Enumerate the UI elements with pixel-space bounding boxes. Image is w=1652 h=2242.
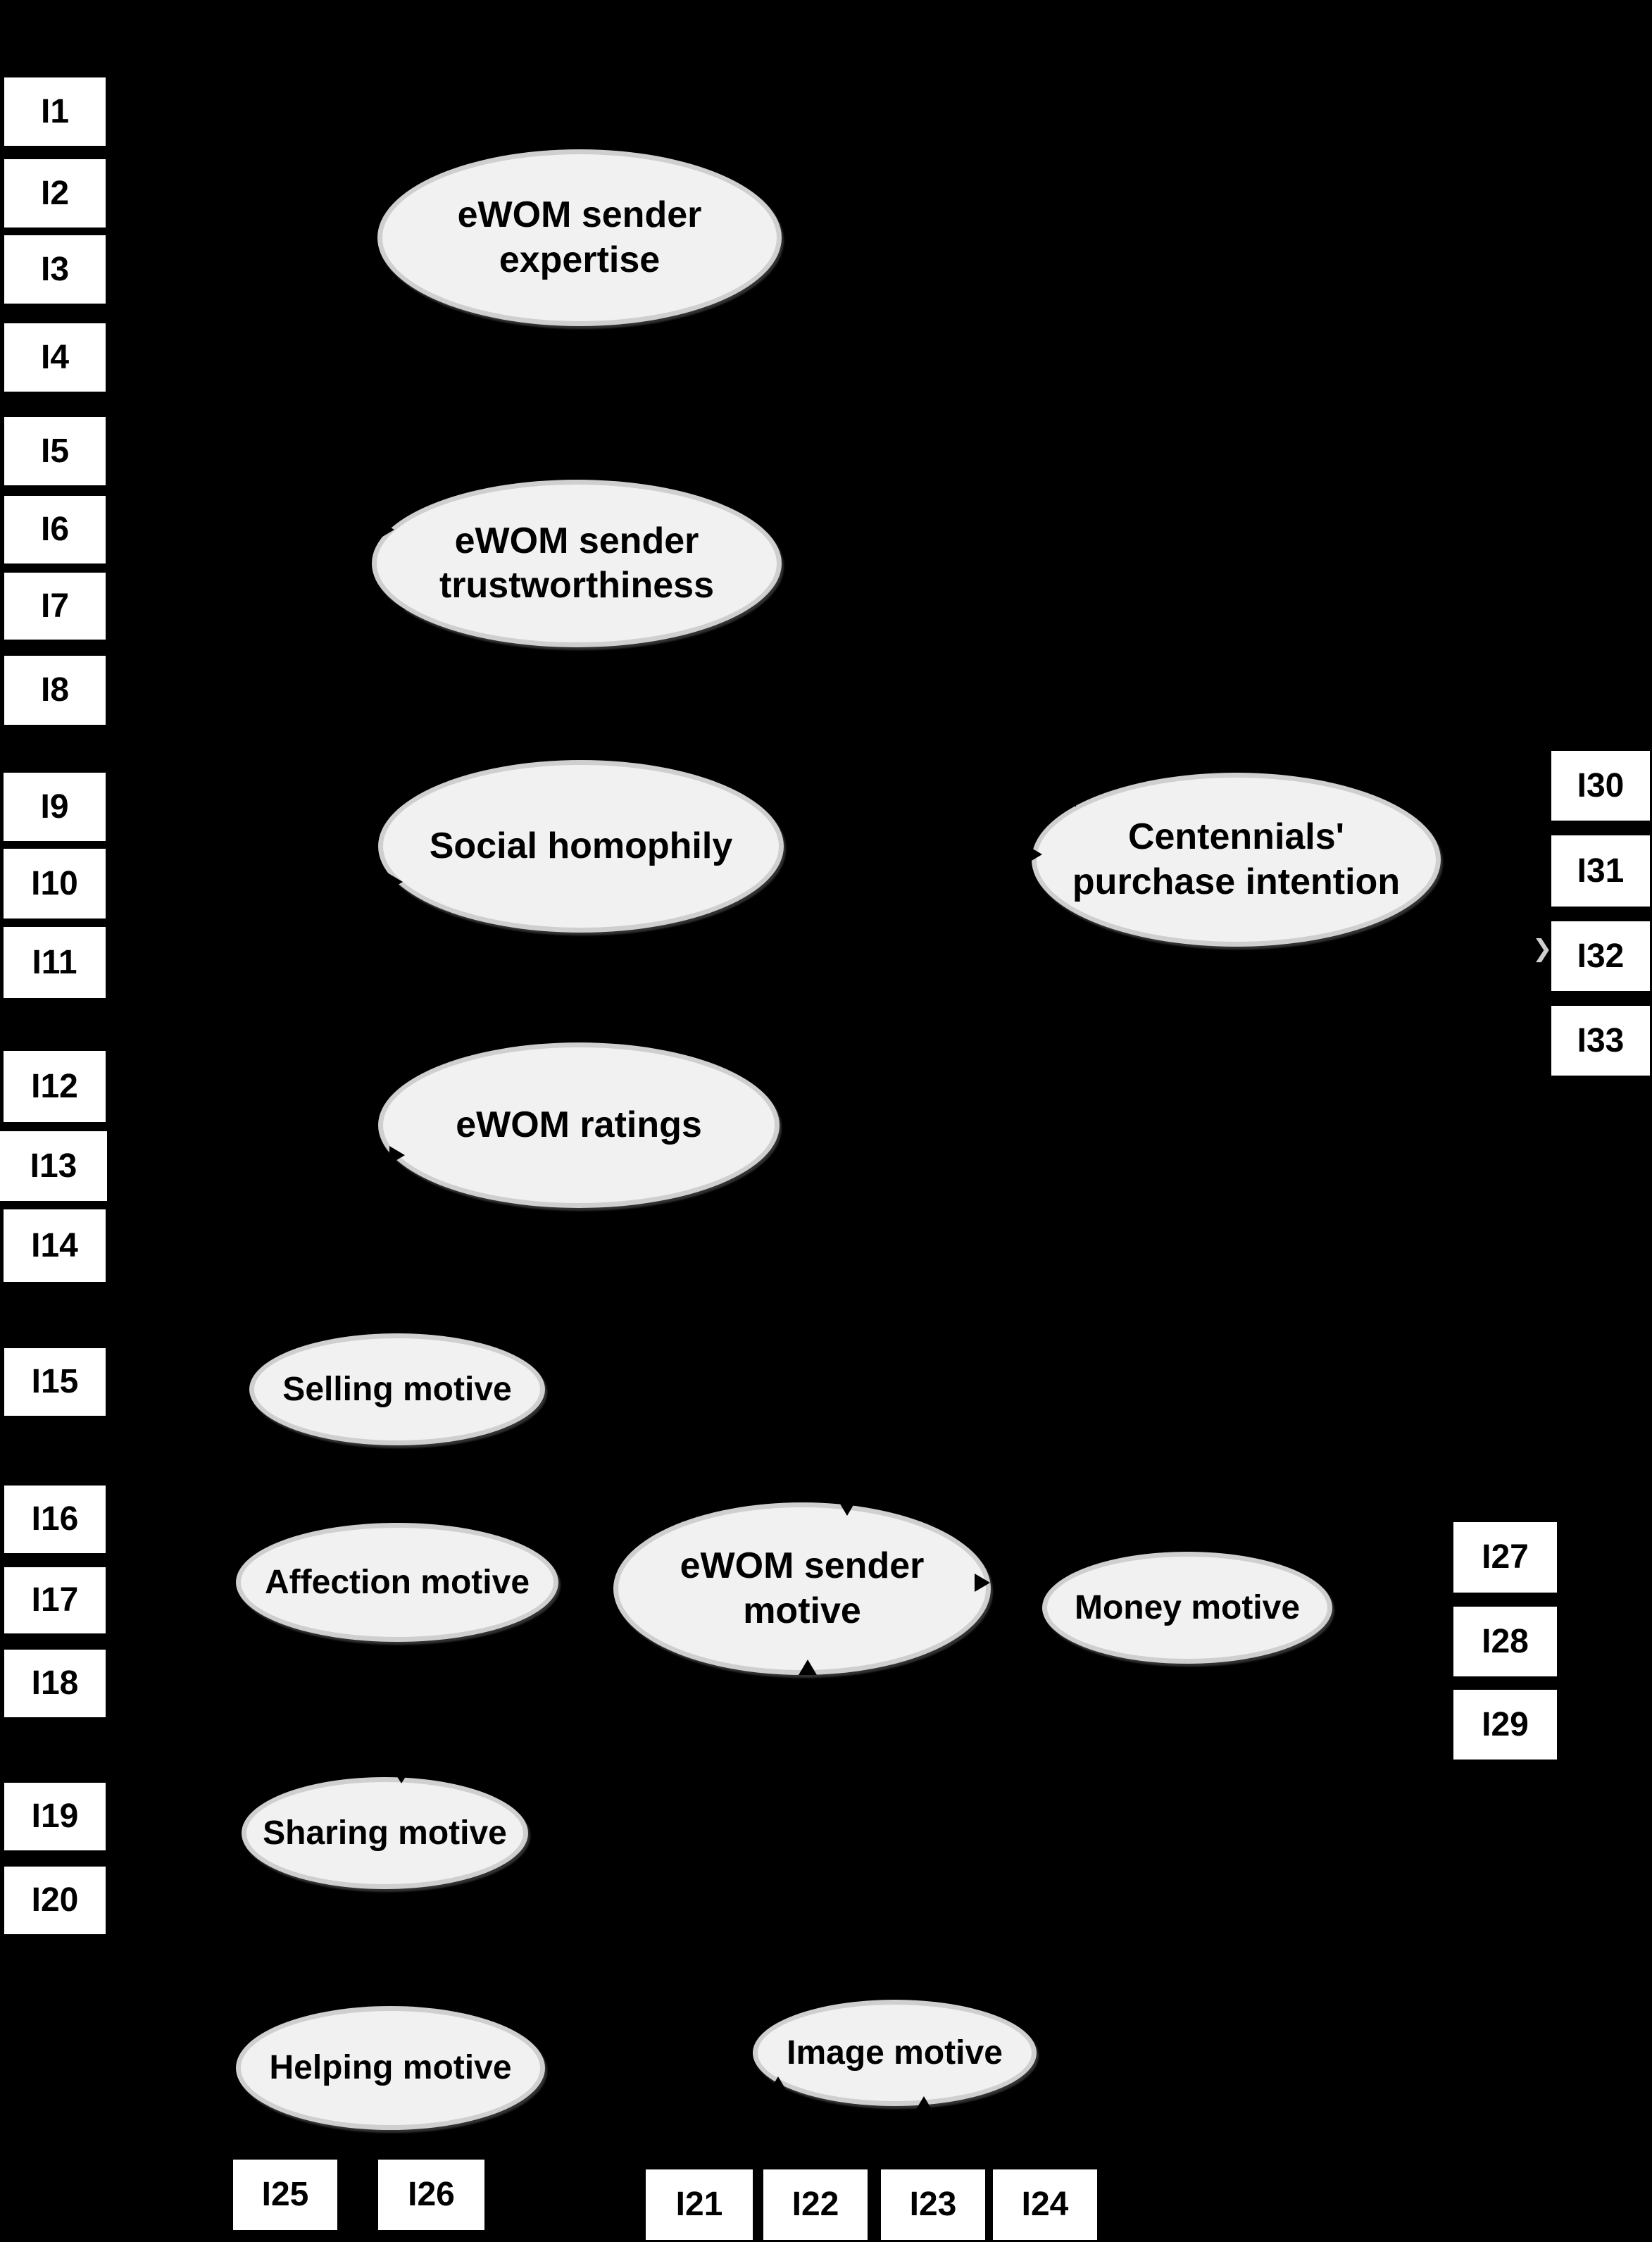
indicator-box-i30: I30 (1551, 751, 1650, 821)
arrowhead-icon (769, 2076, 787, 2092)
indicator-box-i13: I13 (0, 1131, 107, 1201)
indicator-box-i18: I18 (4, 1650, 106, 1717)
latent-label: eWOM sender expertise (457, 194, 702, 280)
latent-label: Helping motive (269, 2049, 512, 2087)
indicator-box-i5: I5 (4, 417, 106, 485)
indicator-box-i10: I10 (4, 849, 106, 918)
indicator-box-i3: I3 (4, 235, 106, 304)
arrowhead-icon (975, 1574, 990, 1592)
indicator-box-i4: I4 (4, 323, 106, 392)
indicator-box-i6: I6 (4, 496, 106, 563)
latent-label: eWOM sender trustworthiness (439, 520, 715, 606)
latent-ellipse-ewom-sender-trustworthiness: eWOM sender trustworthiness (372, 480, 782, 647)
indicator-box-i21: I21 (646, 2169, 753, 2240)
indicator-box-i26: I26 (378, 2160, 484, 2230)
indicator-box-i15: I15 (4, 1348, 106, 1416)
latent-label: Selling motive (282, 1370, 512, 1408)
latent-label: Money motive (1074, 1588, 1301, 1626)
latent-ellipse-image-motive: Image motive (753, 2000, 1037, 2106)
latent-ellipse-ewom-ratings: eWOM ratings (378, 1042, 780, 1208)
arrowhead-icon (389, 600, 405, 618)
arrowhead-icon (915, 2096, 933, 2112)
latent-ellipse-ewom-sender-motive: eWOM sender motive (613, 1502, 991, 1675)
arrowhead-icon (381, 186, 396, 204)
arrowhead-icon (799, 1659, 817, 1675)
indicator-box-i28: I28 (1453, 1607, 1557, 1676)
arrowhead-icon (389, 1146, 405, 1164)
latent-ellipse-ewom-sender-expertise: eWOM sender expertise (377, 149, 782, 326)
latent-label: Centennials' purchase intention (1072, 816, 1401, 902)
indicator-box-i23: I23 (881, 2169, 985, 2240)
latent-ellipse-money-motive: Money motive (1042, 1552, 1332, 1664)
arrowhead-icon: ❯ (1532, 935, 1553, 962)
latent-ellipse-affection-motive: Affection motive (236, 1523, 558, 1642)
latent-label: eWOM ratings (456, 1104, 702, 1145)
indicator-box-i14: I14 (4, 1209, 106, 1282)
indicator-box-i11: I11 (4, 927, 106, 998)
latent-label: Affection motive (264, 1563, 530, 1601)
indicator-box-i8: I8 (4, 656, 106, 725)
indicator-box-i22: I22 (763, 2169, 868, 2240)
indicator-box-i31: I31 (1551, 835, 1650, 907)
latent-label: Social homophily (429, 825, 733, 866)
latent-label: Image motive (787, 2034, 1003, 2072)
indicator-box-i32: I32 (1551, 921, 1650, 991)
indicator-box-i1: I1 (4, 77, 106, 146)
latent-ellipse-selling-motive: Selling motive (249, 1333, 545, 1445)
indicator-box-i20: I20 (4, 1867, 106, 1934)
arrowhead-icon (394, 1772, 408, 1783)
indicator-box-i27: I27 (1453, 1522, 1557, 1593)
indicator-box-i19: I19 (4, 1783, 106, 1850)
latent-label: Sharing motive (263, 1814, 507, 1852)
arrowhead-icon (838, 1500, 856, 1516)
indicator-box-i16: I16 (4, 1486, 106, 1553)
indicator-box-i17: I17 (4, 1567, 106, 1633)
indicator-box-i24: I24 (993, 2169, 1097, 2240)
latent-label: eWOM sender motive (680, 1545, 925, 1631)
latent-ellipse-centennials-purchase-intention: Centennials' purchase intention (1032, 773, 1441, 947)
indicator-box-i7: I7 (4, 573, 106, 640)
indicator-box-i2: I2 (4, 159, 106, 228)
indicator-box-i29: I29 (1453, 1690, 1557, 1760)
arrowhead-icon (363, 220, 378, 239)
latent-ellipse-sharing-motive: Sharing motive (242, 1777, 528, 1889)
indicator-box-i25: I25 (233, 2160, 337, 2230)
latent-ellipse-social-homophily: Social homophily (378, 760, 784, 933)
indicator-box-i12: I12 (4, 1051, 106, 1122)
arrowhead-icon (1027, 845, 1042, 864)
indicator-box-i9: I9 (4, 773, 106, 841)
arrowhead-icon (379, 521, 394, 539)
arrowhead-icon (387, 873, 403, 891)
indicator-box-i33: I33 (1551, 1006, 1650, 1076)
latent-ellipse-helping-motive: Helping motive (236, 2006, 545, 2130)
